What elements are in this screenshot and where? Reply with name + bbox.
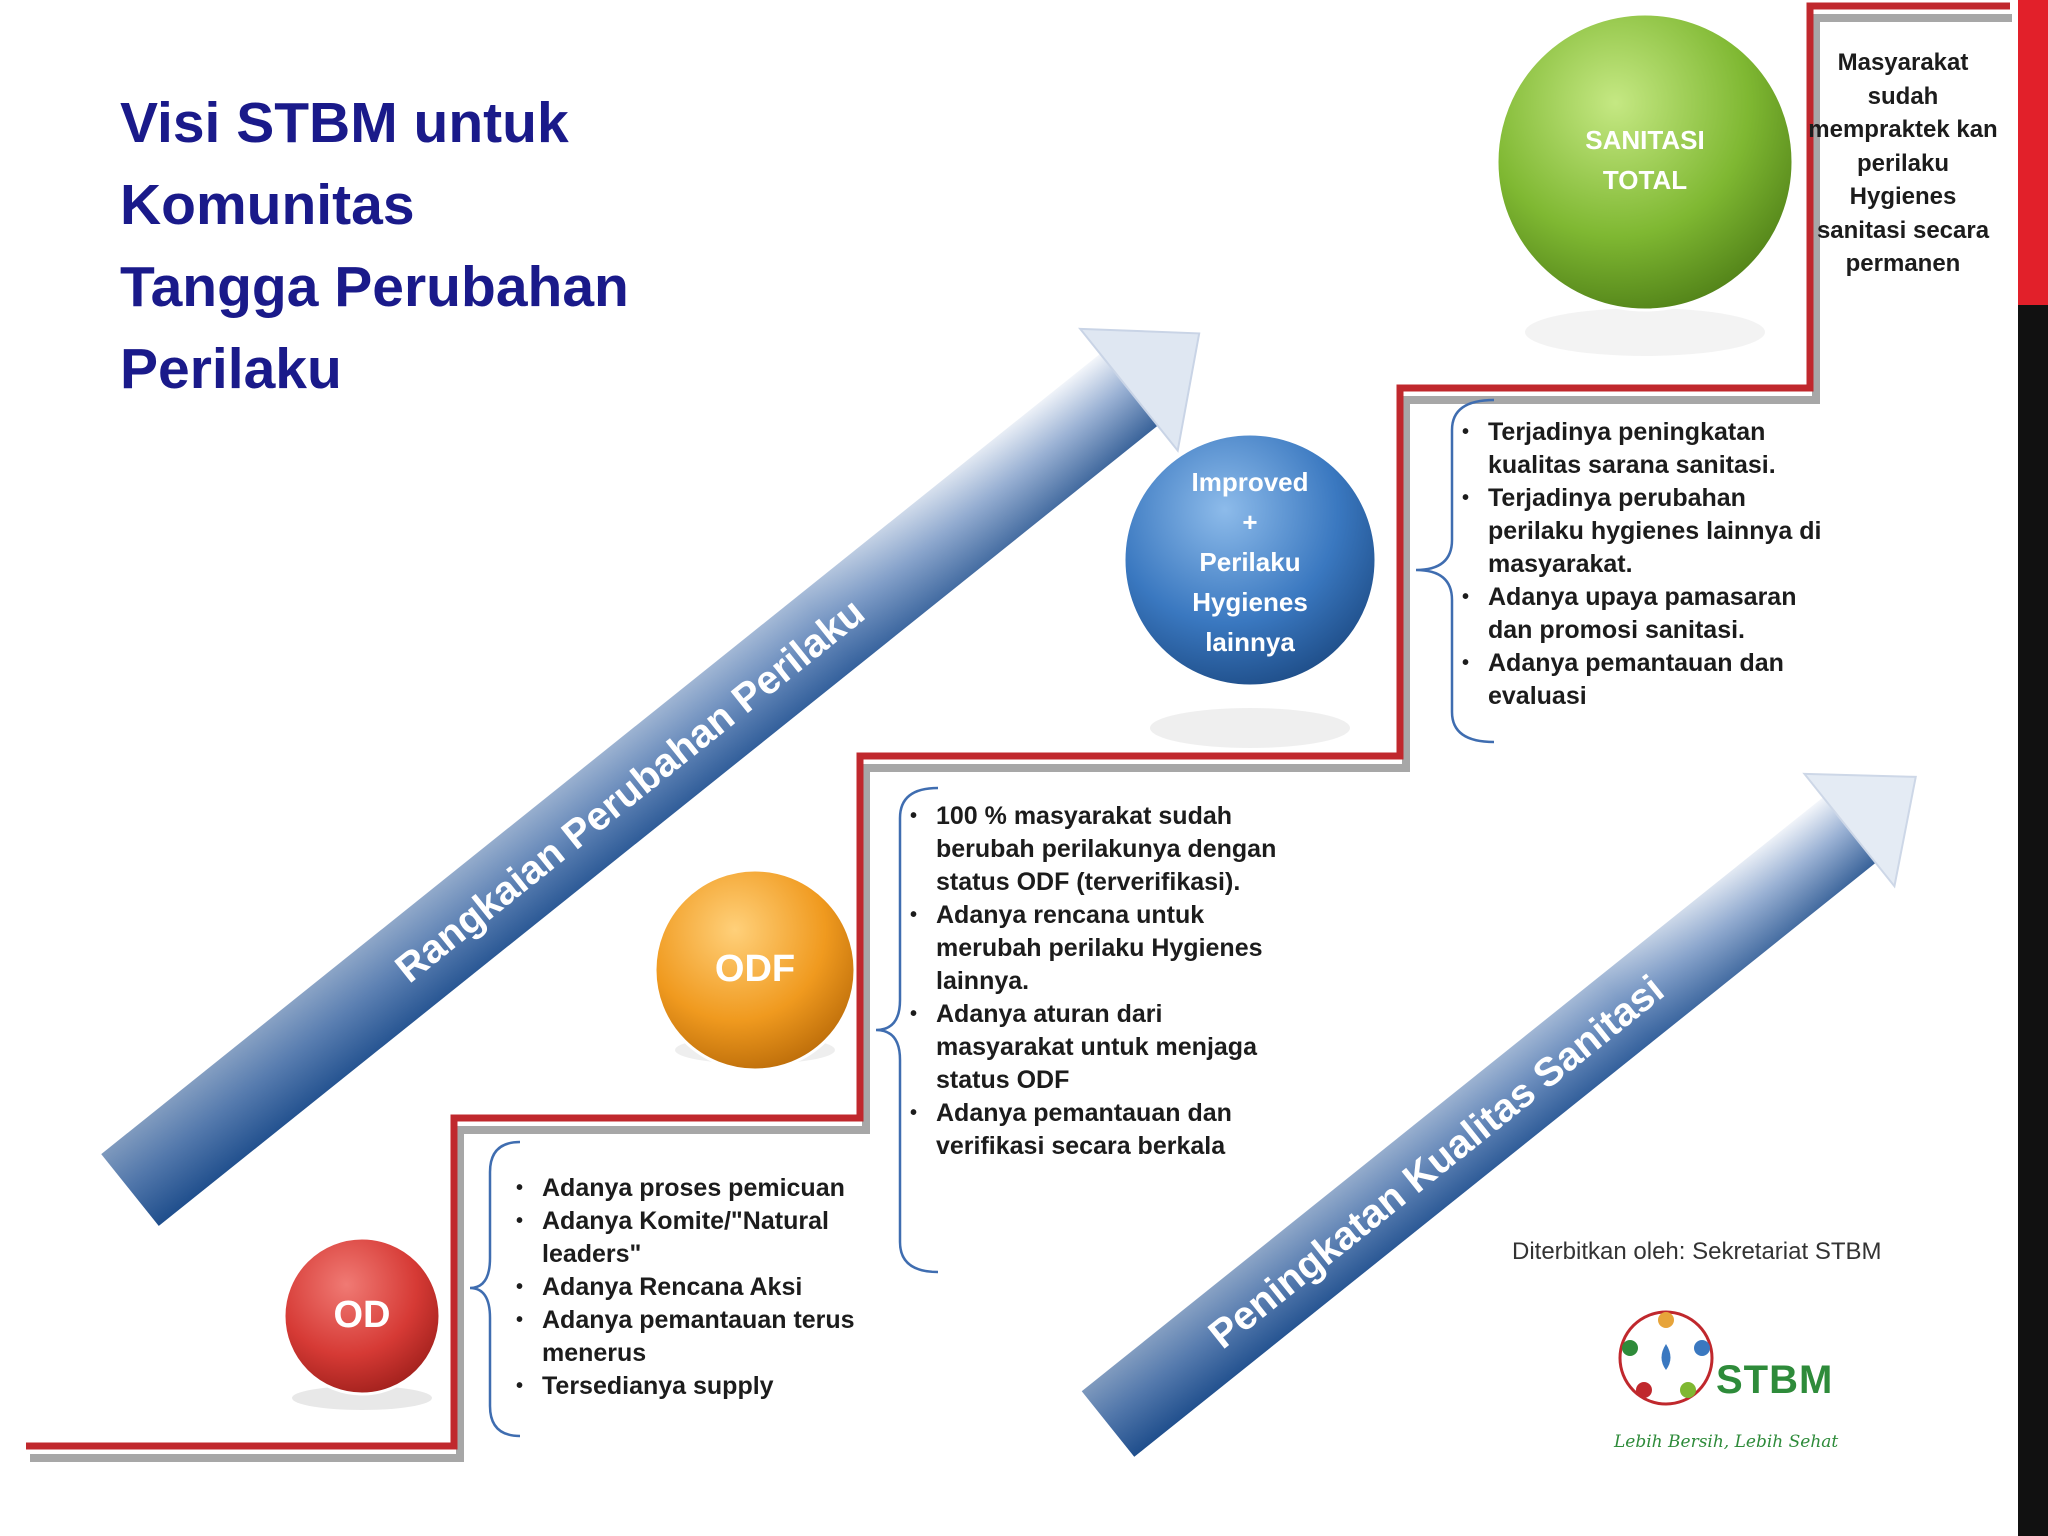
- page-title: Visi STBM untuk Komunitas Tangga Perubah…: [120, 82, 820, 410]
- improved-label-line-3: Perilaku: [1199, 547, 1301, 577]
- improved-bullet-3: Adanya upaya pamasaran dan promosi sanit…: [1462, 581, 1842, 647]
- odf-bullet-3: Adanya aturan dari masyarakat untuk menj…: [910, 998, 1280, 1097]
- od-bullet-5: Tersedianya supply: [516, 1370, 876, 1403]
- improved-bullet-2: Terjadinya perubahan perilaku hygienes l…: [1462, 482, 1842, 581]
- od-brace: [469, 1140, 521, 1438]
- stbm-logo-tagline: Lebih Bersih, Lebih Sehat: [1614, 1432, 1839, 1452]
- publisher-credit: Diterbitkan oleh: Sekretariat STBM: [1512, 1238, 1882, 1265]
- total-note: Masyarakat sudah mempraktek kan perilaku…: [1808, 49, 1998, 277]
- total-reflection: [1525, 308, 1765, 356]
- stbm-logo-emblem: [1618, 1310, 1714, 1406]
- title-line-2: Komunitas: [120, 173, 415, 237]
- total-label-line-2: TOTAL: [1602, 165, 1688, 195]
- total-label: SANITASI TOTAL: [1545, 120, 1745, 200]
- stair-line: [26, 2, 2010, 1450]
- improved-brace: [1415, 398, 1495, 744]
- od-circle: [282, 1236, 442, 1396]
- od-bullet-1: Adanya proses pemicuan: [516, 1172, 876, 1205]
- od-bullets: Adanya proses pemicuan Adanya Komite/"Na…: [516, 1172, 876, 1403]
- total-label-line-1: SANITASI: [1585, 125, 1705, 155]
- improved-label-line-4: Hygienes: [1192, 587, 1308, 617]
- title-line-4: Perilaku: [120, 337, 342, 401]
- improved-label-line-1: Improved: [1191, 467, 1309, 497]
- title-line-3: Tangga Perubahan: [120, 255, 629, 319]
- odf-bullet-4: Adanya pemantauan dan verifikasi secara …: [910, 1097, 1280, 1163]
- improved-bullet-1: Terjadinya peningkatan kualitas sarana s…: [1462, 416, 1842, 482]
- stbm-logo-text: STBM: [1716, 1358, 1834, 1402]
- arrow-head: [1078, 327, 1201, 453]
- od-bullet-2: Adanya Komite/"Natural leaders": [516, 1205, 876, 1271]
- arrow-shaft-shade: [101, 353, 1158, 1226]
- od-bullet-4: Adanya pemantauan terus menerus: [516, 1304, 876, 1370]
- improved-circle: [1122, 432, 1378, 688]
- improved-reflection: [1150, 708, 1350, 748]
- right-edge-black: [2018, 305, 2048, 1536]
- odf-bullet-1: 100 % masyarakat sudah berubah perilakun…: [910, 800, 1280, 899]
- od-bullet-3: Adanya Rencana Aksi: [516, 1271, 876, 1304]
- odf-circle: [653, 868, 857, 1072]
- od-reflection: [292, 1386, 432, 1410]
- right-edge-red: [2018, 0, 2048, 305]
- odf-label: ODF: [714, 948, 796, 990]
- improved-bullets: Terjadinya peningkatan kualitas sarana s…: [1462, 416, 1842, 713]
- arrow-shaft-shade: [1081, 797, 1876, 1457]
- odf-brace: [875, 786, 939, 1274]
- right-edge-bar: [2018, 0, 2048, 1536]
- total-circle: [1495, 12, 1795, 312]
- arrow-head: [1802, 772, 1917, 889]
- odf-bullets: 100 % masyarakat sudah berubah perilakun…: [910, 800, 1280, 1163]
- stair-shadow: [30, 14, 2012, 1462]
- od-label: OD: [333, 1294, 391, 1336]
- improved-bullet-4: Adanya pemantauan dan evaluasi: [1462, 647, 1842, 713]
- title-line-1: Visi STBM untuk: [120, 91, 569, 155]
- odf-bullet-2: Adanya rencana untuk merubah perilaku Hy…: [910, 899, 1280, 998]
- improved-label: Improved + Perilaku Hygienes lainnya: [1150, 462, 1350, 662]
- improved-label-line-5: lainnya: [1205, 627, 1295, 657]
- improved-label-line-2: +: [1242, 507, 1258, 537]
